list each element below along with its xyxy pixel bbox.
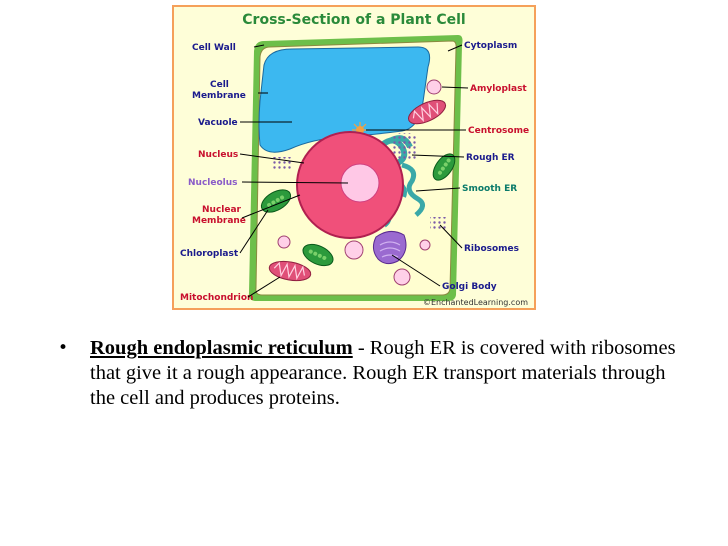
bullet-icon: • [58, 338, 69, 358]
label-smooth-er: Smooth ER [462, 184, 517, 194]
vesicle-2 [344, 240, 364, 260]
chloroplast-right [432, 153, 456, 181]
label-vacuole: Vacuole [198, 118, 238, 128]
label-nucleolus: Nucleolus [188, 178, 238, 188]
ribosomes-right [430, 217, 446, 229]
label-centrosome: Centrosome [468, 126, 529, 136]
label-golgi-body: Golgi Body [442, 282, 497, 292]
bullet-text: Rough endoplasmic reticulum - Rough ER i… [90, 336, 690, 411]
golgi-body [372, 231, 407, 265]
label-nuclear: Nuclear [202, 205, 242, 215]
label-cell-wall: Cell Wall [192, 43, 236, 53]
mitochondrion-bottom [268, 260, 312, 282]
label-nuclear-membrane: Membrane [192, 216, 246, 226]
left-labels: Cell Wall Cell Membrane Vacuole Nucleus … [180, 43, 253, 303]
vesicle-4 [419, 239, 431, 251]
bullet-description: - Rough ER is covered with ribosomes tha… [90, 337, 676, 409]
label-cell: Cell [210, 80, 229, 90]
vacuole [258, 46, 431, 153]
label-ribosomes: Ribosomes [464, 244, 519, 254]
diagram-title: Cross-Section of a Plant Cell [242, 12, 465, 28]
label-mitochondrion: Mitochondrion [180, 293, 253, 303]
label-cell-membrane: Membrane [192, 91, 246, 101]
pointer-lines [239, 44, 469, 298]
vesicle-3 [393, 268, 411, 286]
credit-text: ©EnchantedLearning.com [423, 298, 528, 307]
ribosomes-mid [396, 133, 412, 145]
label-cytoplasm: Cytoplasm [464, 41, 517, 51]
chloroplast-bottom [302, 243, 334, 267]
vesicle-1 [277, 235, 291, 249]
chloroplast-left [260, 189, 292, 213]
label-rough-er: Rough ER [466, 153, 515, 163]
label-chloroplast: Chloroplast [180, 249, 239, 259]
bullet-term: Rough endoplasmic reticulum [90, 337, 353, 359]
label-amyloplast: Amyloplast [470, 84, 527, 94]
plant-cell-diagram: Cross-Section of a Plant Cell [172, 5, 536, 310]
mitochondrion-top [407, 99, 447, 125]
amyloplast [426, 79, 442, 95]
right-labels: Cytoplasm Amyloplast Centrosome Rough ER… [442, 41, 529, 292]
label-nucleus: Nucleus [198, 150, 238, 160]
